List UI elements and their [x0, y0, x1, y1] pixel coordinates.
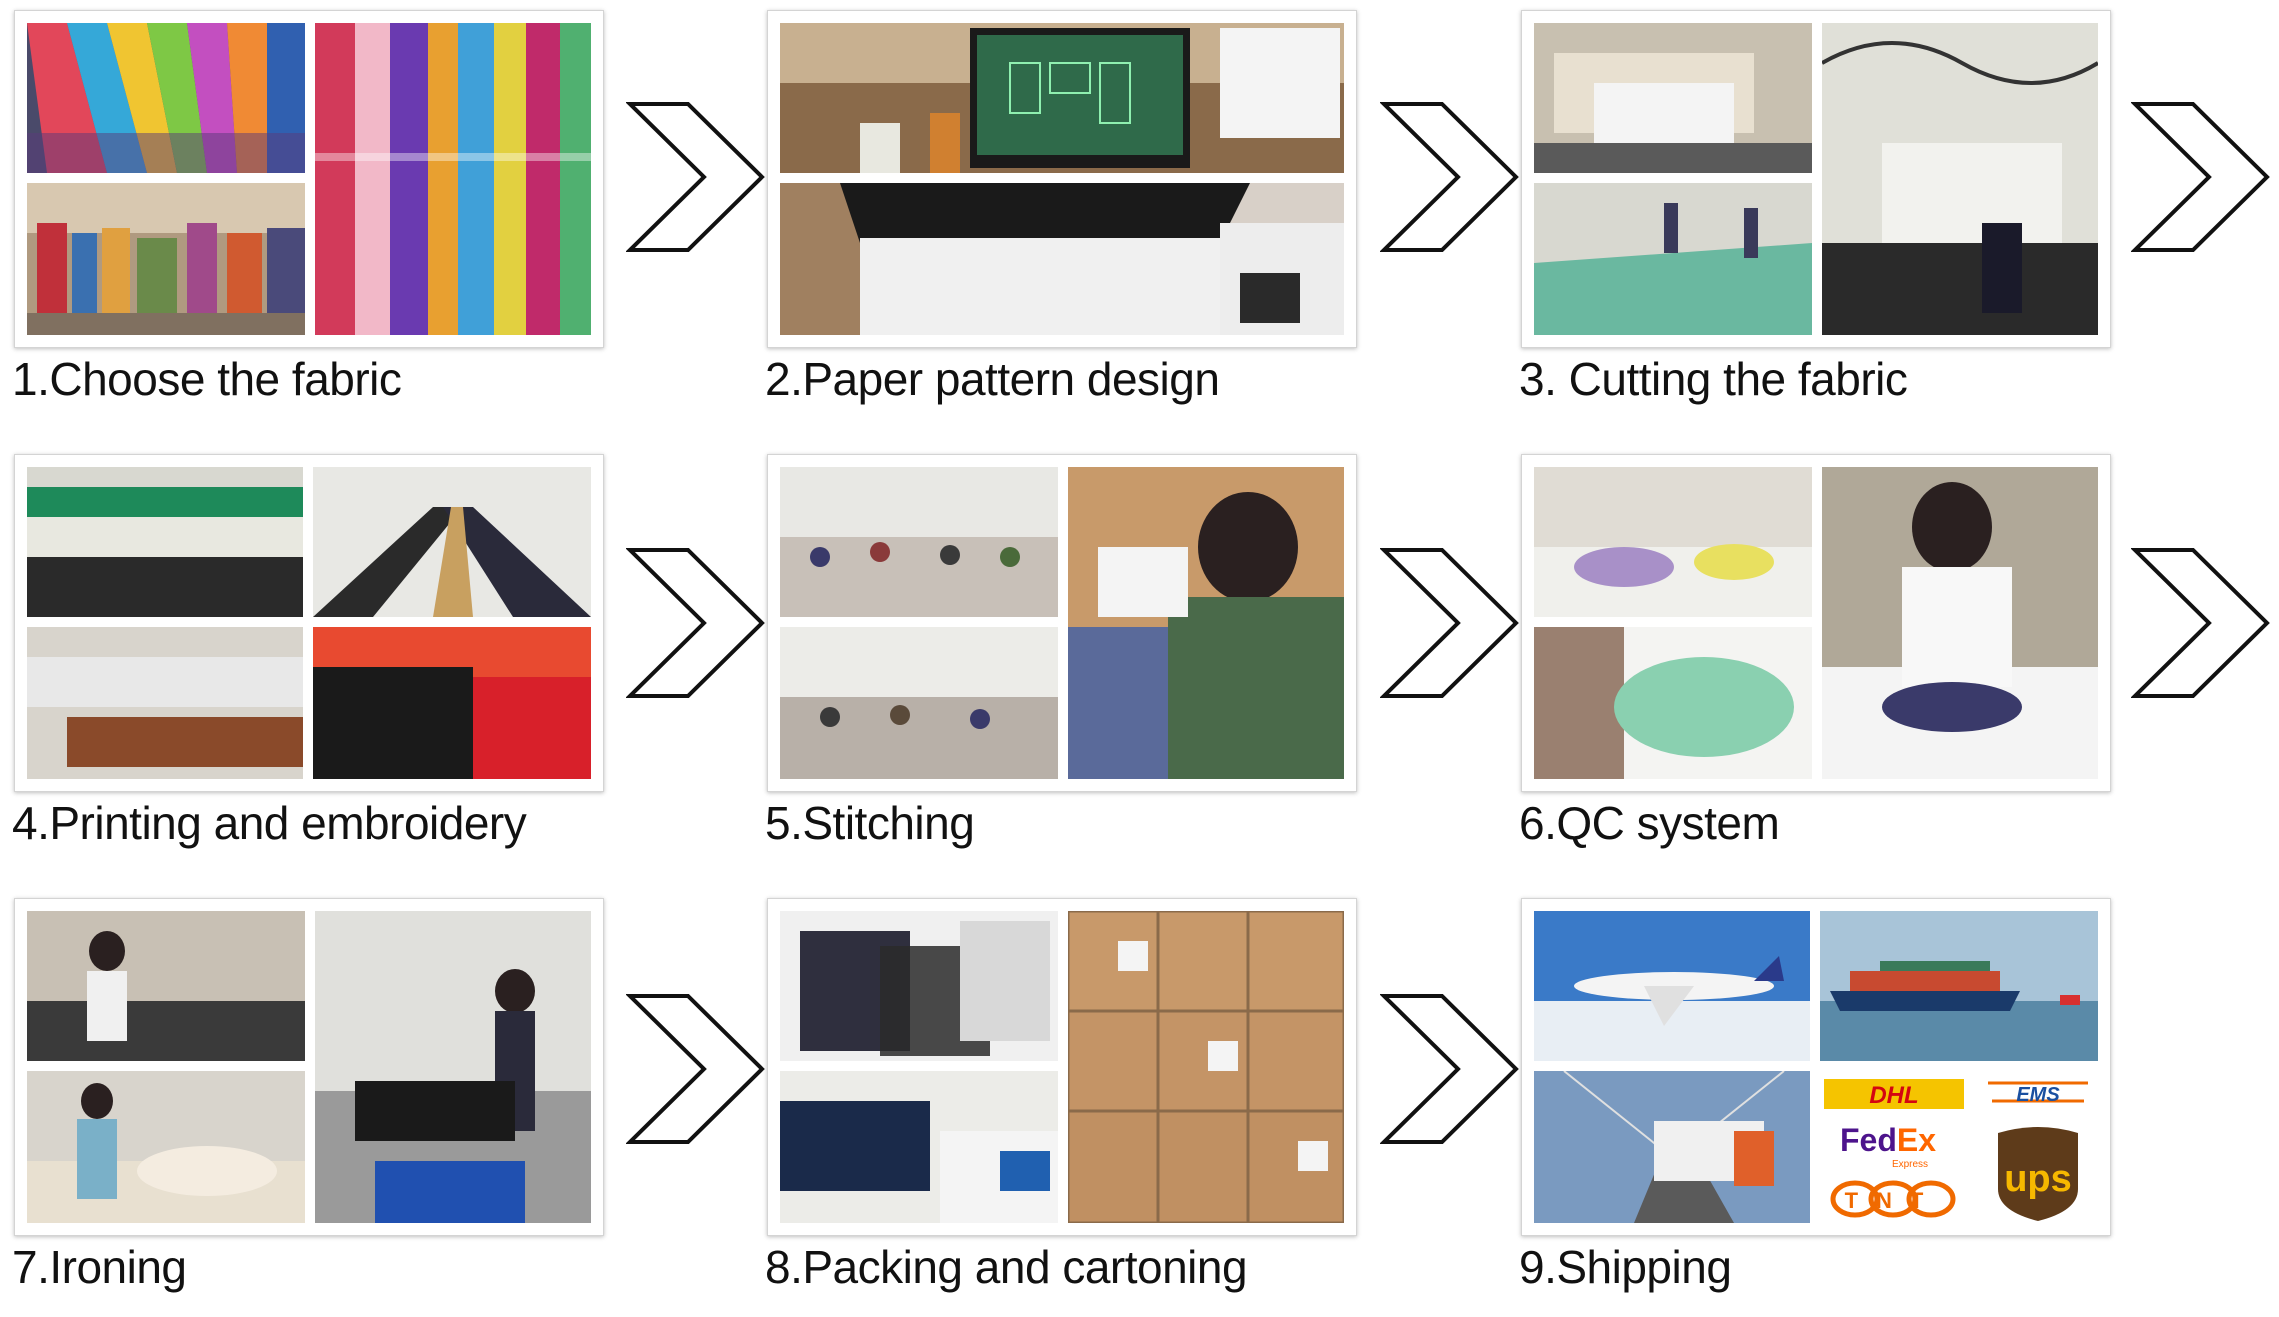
- chevron-right-icon: [626, 994, 766, 1144]
- svg-text:EMS: EMS: [2016, 1084, 2060, 1106]
- ups-logo: ups: [1998, 1127, 2078, 1221]
- photo-airplane: [1534, 911, 1810, 1061]
- photo-ironing-station: [27, 911, 305, 1061]
- dhl-logo: DHL: [1824, 1079, 1964, 1109]
- step-5-stitching: 5.Stitching: [765, 454, 1357, 849]
- photo-auto-cutter: [1822, 23, 2098, 335]
- step-photo-collage: [767, 10, 1357, 348]
- step-7-ironing: 7.Ironing: [12, 898, 604, 1293]
- step-label: 4.Printing and embroidery: [12, 797, 527, 849]
- step-photo-collage: [767, 454, 1357, 792]
- photo-qc-table: [1534, 467, 1812, 617]
- step-6-qc-system: 6.QC system: [1519, 454, 2111, 849]
- chevron-right-icon: [626, 102, 766, 252]
- photo-plotter: [780, 183, 1344, 335]
- chevron-right-icon: [2131, 102, 2271, 252]
- photo-ironing-floor: [315, 911, 591, 1223]
- photo-sewing-floor: [780, 467, 1058, 617]
- step-photo-collage: [1521, 454, 2111, 792]
- photo-sewing-worker: [1068, 467, 1344, 779]
- step-label: 1.Choose the fabric: [12, 353, 402, 405]
- tnt-logo: TNT: [1830, 1180, 1956, 1218]
- step-label: 9.Shipping: [1519, 1241, 1732, 1293]
- step-8-packing-cartoning: 8.Packing and cartoning: [765, 898, 1357, 1293]
- step-label: 7.Ironing: [12, 1241, 187, 1293]
- step-9-shipping: DHL EMS FedEx Express TNT: [1519, 898, 2111, 1293]
- photo-folding-table: [780, 1071, 1058, 1223]
- photo-truck: [1534, 1071, 1810, 1223]
- photo-embroidery-machines: [27, 467, 303, 617]
- svg-text:DHL: DHL: [1869, 1082, 1918, 1109]
- chevron-right-icon: [1380, 548, 1520, 698]
- step-photo-collage: [14, 454, 604, 792]
- photo-fabric-rolls: [315, 23, 591, 335]
- photo-sewing-line: [780, 627, 1058, 779]
- step-2-paper-pattern: 2.Paper pattern design: [765, 10, 1357, 405]
- chevron-right-icon: [626, 548, 766, 698]
- fedex-logo: FedEx Express: [1840, 1122, 1936, 1170]
- step-label: 5.Stitching: [765, 797, 975, 849]
- step-label: 8.Packing and cartoning: [765, 1241, 1248, 1293]
- step-photo-collage: [14, 10, 604, 348]
- chevron-right-icon: [1380, 102, 1520, 252]
- svg-text:FedEx: FedEx: [1840, 1122, 1936, 1158]
- step-photo-collage: [1521, 10, 2111, 348]
- photo-spreading-machine: [1534, 23, 1812, 173]
- photo-container-ship: [1820, 911, 2098, 1061]
- photo-cartons: [1068, 911, 1344, 1223]
- step-label: 2.Paper pattern design: [765, 353, 1220, 405]
- photo-qc-inspector: [1822, 467, 2098, 779]
- step-photo-collage: [767, 898, 1357, 1236]
- step-label: 3. Cutting the fabric: [1519, 353, 1908, 405]
- step-4-printing-embroidery: 4.Printing and embroidery: [12, 454, 604, 849]
- photo-polybags: [780, 911, 1058, 1061]
- step-photo-collage: DHL EMS FedEx Express TNT: [1521, 898, 2111, 1236]
- step-photo-collage: [14, 898, 604, 1236]
- photo-fabric-shop: [27, 183, 305, 335]
- photo-fabric-swatches: [27, 23, 305, 173]
- carrier-logos: DHL EMS FedEx Express TNT: [1820, 1071, 2098, 1223]
- photo-ironing-worker: [27, 1071, 305, 1223]
- photo-cutting-table: [1534, 183, 1812, 335]
- step-3-cutting: 3. Cutting the fabric: [1519, 10, 2111, 405]
- photo-qc-garments: [1534, 627, 1812, 779]
- svg-text:ups: ups: [2004, 1158, 2072, 1200]
- chevron-right-icon: [2131, 548, 2271, 698]
- ems-logo: EMS: [1988, 1081, 2088, 1106]
- photo-digital-printer: [27, 627, 303, 779]
- step-label: 6.QC system: [1519, 797, 1780, 849]
- svg-text:Express: Express: [1892, 1159, 1928, 1170]
- chevron-right-icon: [1380, 994, 1520, 1144]
- step-1-choose-fabric: 1.Choose the fabric: [12, 10, 604, 405]
- photo-print-line: [313, 467, 591, 617]
- photo-cad-monitor: [780, 23, 1344, 173]
- svg-text:TNT: TNT: [1845, 1188, 1942, 1213]
- photo-screen-printing: [313, 627, 591, 779]
